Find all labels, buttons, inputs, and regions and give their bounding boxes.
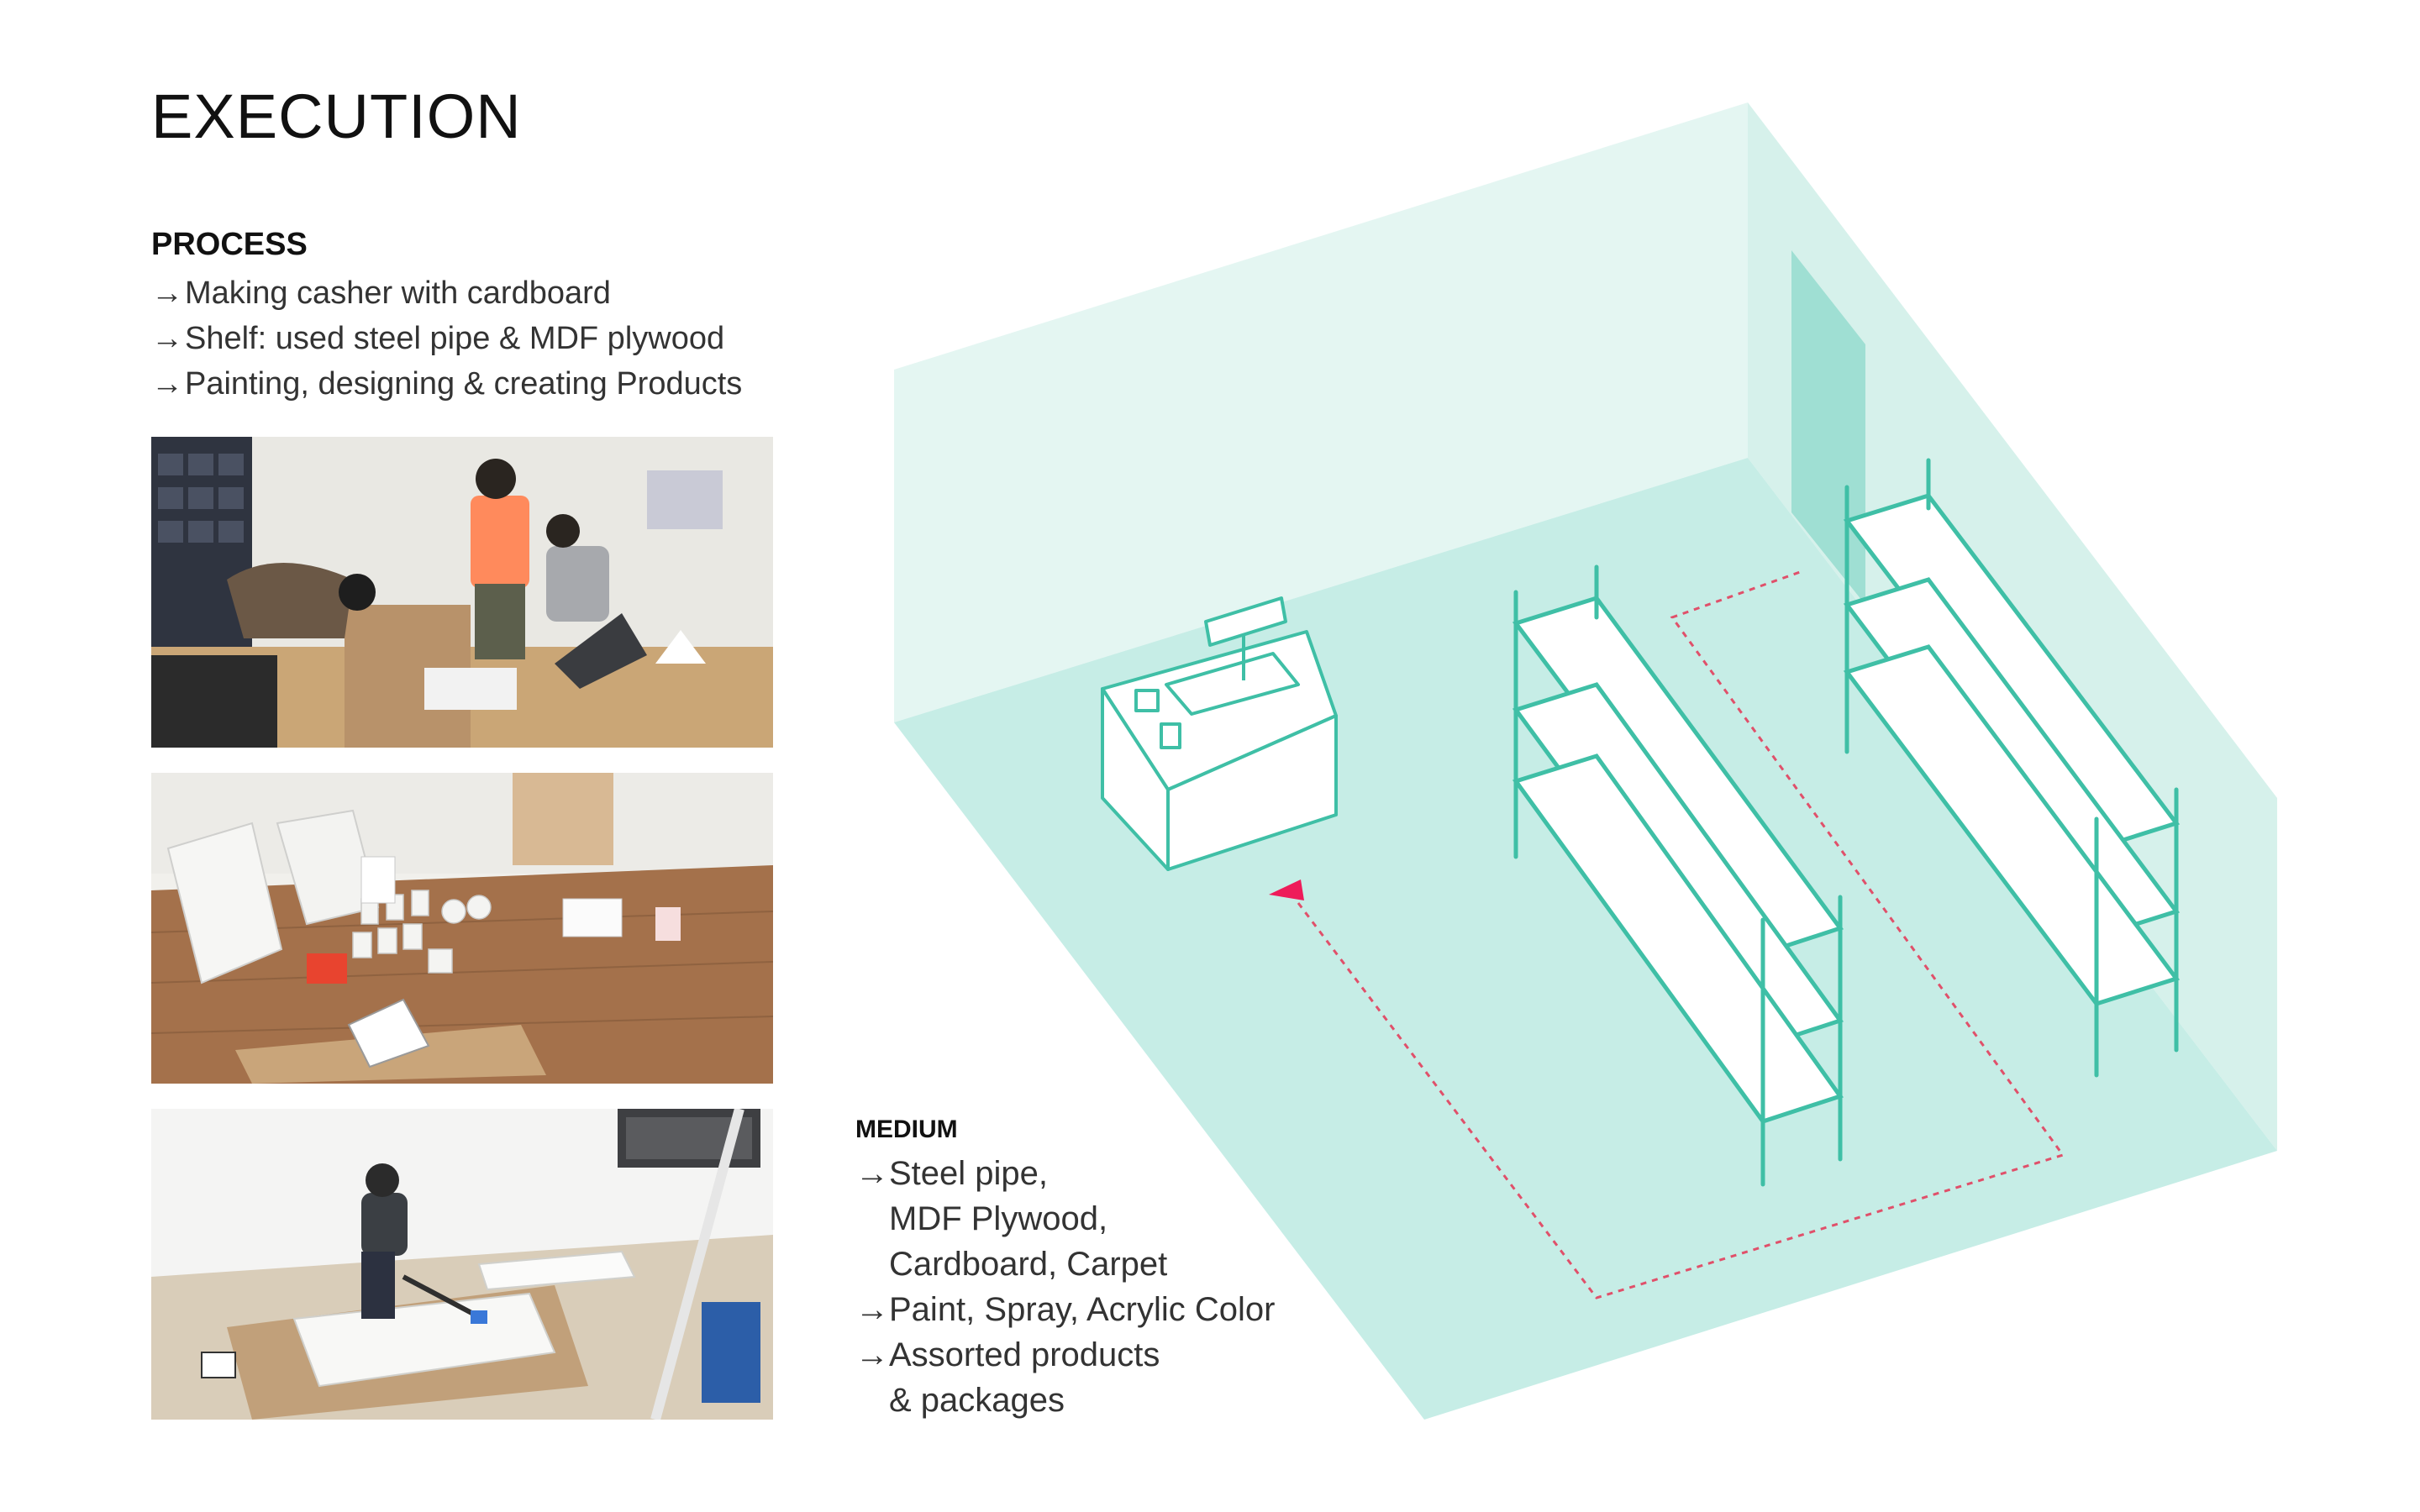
medium-item-text: Steel pipe, bbox=[889, 1155, 1049, 1192]
medium-item: MDF Plywood, bbox=[855, 1196, 1275, 1242]
arrow-right-icon: → bbox=[151, 276, 183, 311]
medium-item: & packages bbox=[855, 1378, 1275, 1423]
process-item-text: Making casher with cardboard bbox=[185, 276, 611, 311]
shelf-unit-left bbox=[1512, 564, 1844, 1187]
process-item: →Making casher with cardboard bbox=[151, 270, 742, 316]
process-heading: PROCESS bbox=[151, 227, 308, 262]
medium-item-text: MDF Plywood, bbox=[889, 1200, 1108, 1237]
photo-workshop-cardboard bbox=[151, 437, 773, 748]
medium-item-text: Paint, Spray, Acrylic Color bbox=[889, 1291, 1276, 1328]
cashier-counter bbox=[1101, 596, 1338, 871]
shelf-unit-right bbox=[1843, 458, 2181, 1078]
medium-item: Cardboard, Carpet bbox=[855, 1242, 1275, 1287]
process-item-text: Painting, designing & creating Products bbox=[185, 366, 743, 402]
arrow-right-icon: → bbox=[855, 1155, 889, 1192]
medium-item: →Paint, Spray, Acrylic Color bbox=[855, 1287, 1275, 1332]
photo-painting-shelf bbox=[151, 1109, 773, 1420]
medium-item: →Assorted products bbox=[855, 1332, 1275, 1378]
process-item: →Shelf: used steel pipe & MDF plywood bbox=[151, 316, 742, 361]
customer-path bbox=[1297, 570, 2065, 1299]
back-wall bbox=[894, 102, 1748, 722]
page-title: EXECUTION bbox=[151, 81, 522, 151]
arrow-right-icon: → bbox=[855, 1336, 889, 1373]
photo-products-floor bbox=[151, 773, 773, 1084]
medium-item-text: Assorted products bbox=[889, 1336, 1160, 1373]
medium-item-text: & packages bbox=[889, 1382, 1065, 1419]
arrow-right-icon: → bbox=[151, 366, 183, 402]
arrow-right-icon: → bbox=[855, 1291, 889, 1328]
process-item-text: Shelf: used steel pipe & MDF plywood bbox=[185, 321, 725, 356]
arrow-right-icon: → bbox=[151, 321, 183, 356]
process-list: →Making casher with cardboard →Shelf: us… bbox=[151, 270, 742, 407]
path-arrowhead-icon bbox=[1269, 879, 1304, 900]
process-item: →Painting, designing & creating Products bbox=[151, 361, 742, 407]
medium-list: →Steel pipe, MDF Plywood, Cardboard, Car… bbox=[855, 1151, 1275, 1423]
medium-heading: MEDIUM bbox=[855, 1116, 958, 1143]
medium-item: →Steel pipe, bbox=[855, 1151, 1275, 1196]
medium-item-text: Cardboard, Carpet bbox=[889, 1246, 1168, 1283]
